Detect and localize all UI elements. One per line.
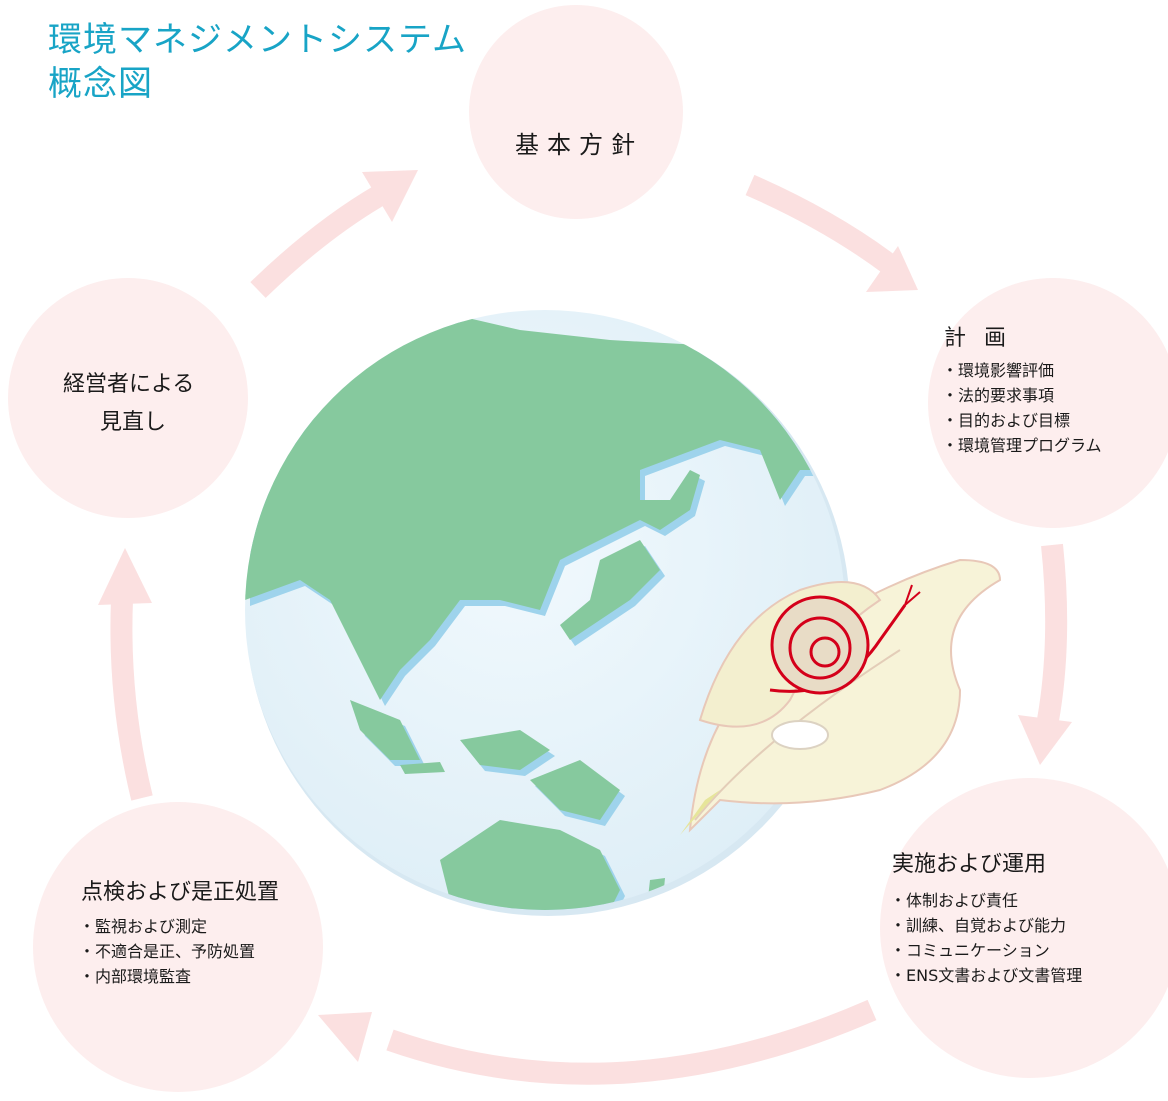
- list-item: 目的および目標: [948, 408, 1102, 433]
- node-implementation-heading: 実施および運用: [892, 852, 1047, 877]
- arrow-check-to-review: [110, 599, 153, 801]
- list-item: 不適合是正、予防処置: [85, 939, 255, 964]
- list-item: 法的要求事項: [948, 383, 1102, 408]
- snail-illustration: [769, 584, 921, 695]
- diagram-title-line1: 環境マネジメントシステム: [48, 20, 467, 60]
- node-basic-policy-heading: 基本方針: [515, 131, 643, 159]
- list-item: 環境影響評価: [948, 358, 1102, 383]
- arrow-head-plan: [866, 246, 918, 292]
- node-implementation: 実施および運用 体制および責任 訓練、自覚および能力 コミュニケーション ENS…: [880, 778, 1168, 1078]
- node-management-review-line2: 見直し: [100, 410, 167, 435]
- node-planning-heading: 計画: [944, 326, 1025, 351]
- node-planning-list: 環境影響評価 法的要求事項 目的および目標 環境管理プログラム: [948, 358, 1102, 458]
- cycle-arrows: [98, 170, 1072, 1085]
- arrow-head-check: [318, 1012, 372, 1062]
- list-item: 体制および責任: [896, 888, 1082, 913]
- globe-illustration: [245, 310, 850, 916]
- arrow-plan-to-impl: [1037, 543, 1068, 722]
- list-item: 内部環境監査: [85, 964, 255, 989]
- node-basic-policy: 基本方針: [469, 5, 683, 219]
- node-checking-list: 監視および測定 不適合是正、予防処置 内部環境監査: [85, 914, 255, 989]
- arrow-head-impl: [1018, 715, 1072, 765]
- arrow-head-review: [98, 548, 152, 605]
- diagram-title-line2: 概念図: [48, 64, 153, 104]
- list-item: 監視および測定: [85, 914, 255, 939]
- list-item: 環境管理プログラム: [948, 433, 1102, 458]
- node-management-review-line1: 経営者による: [63, 372, 195, 397]
- node-management-review: 経営者による 見直し: [8, 278, 248, 518]
- list-item: コミュニケーション: [896, 938, 1082, 963]
- arrow-basic-to-plan: [745, 174, 897, 274]
- arrow-review-to-basic: [250, 185, 386, 298]
- node-planning: 計画 環境影響評価 法的要求事項 目的および目標 環境管理プログラム: [928, 278, 1168, 528]
- diagram-title: 環境マネジメントシステム 概念図: [48, 18, 467, 106]
- list-item: 訓練、自覚および能力: [896, 913, 1082, 938]
- node-checking-heading: 点検および是正処置: [81, 880, 280, 905]
- landmass: [245, 315, 845, 910]
- arrow-head-basic: [362, 170, 418, 222]
- arrow-impl-to-check: [386, 999, 877, 1085]
- node-checking: 点検および是正処置 監視および測定 不適合是正、予防処置 内部環境監査: [33, 802, 323, 1092]
- node-implementation-list: 体制および責任 訓練、自覚および能力 コミュニケーション ENS文書および文書管…: [896, 888, 1082, 988]
- list-item: ENS文書および文書管理: [896, 963, 1082, 988]
